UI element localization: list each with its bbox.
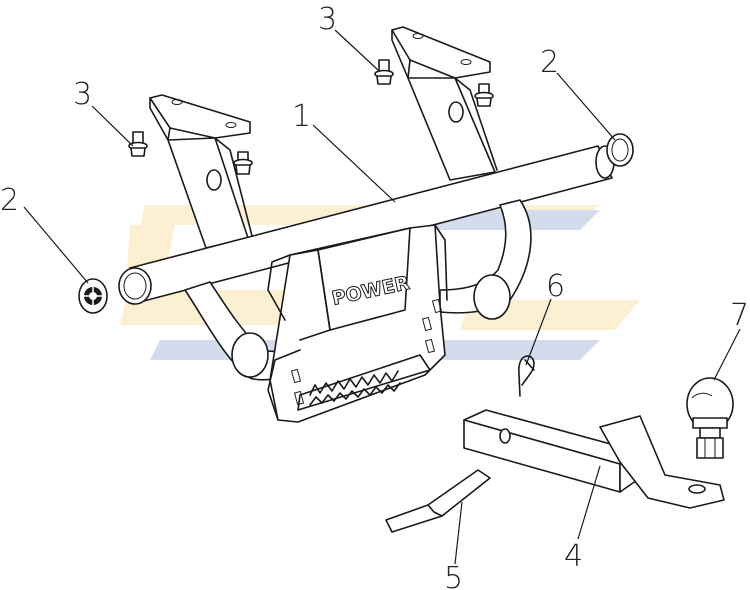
callout-3-left: 3 — [73, 77, 92, 112]
hitch-pin — [385, 469, 491, 533]
leader-lines — [23, 29, 741, 565]
hitch-ball — [686, 377, 734, 459]
flange-bolt-top — [374, 59, 394, 85]
callout-7: 7 — [730, 298, 749, 333]
end-cap-left — [78, 278, 108, 314]
callout-2-right: 2 — [540, 45, 559, 80]
flange-bolt-upper-left — [128, 131, 148, 157]
end-cap-right — [606, 133, 634, 167]
flange-bolt-right — [474, 83, 494, 107]
flange-bolt-lower-left — [233, 151, 253, 175]
front-bumper-frame: POWER — [118, 26, 615, 423]
callout-2-left: 2 — [0, 183, 19, 218]
callout-6: 6 — [546, 269, 565, 304]
callout-5: 5 — [444, 561, 463, 590]
cotter-clip — [518, 355, 535, 397]
callout-1: 1 — [292, 99, 311, 134]
hitch-ball-mount — [463, 409, 725, 509]
callout-4: 4 — [564, 539, 583, 574]
callout-3-top: 3 — [318, 2, 337, 37]
